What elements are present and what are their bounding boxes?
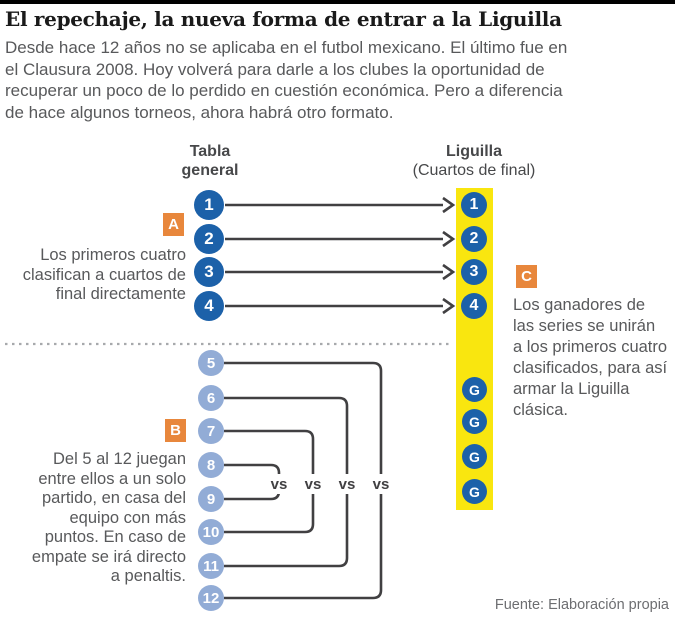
note-b-text: Del 5 al 12 juegan entre ellos a un solo… [31, 450, 186, 585]
seed-8-circle: 8 [198, 452, 224, 478]
source-credit: Fuente: Elaboración propia [494, 597, 669, 613]
seed-3-circle: 3 [194, 257, 224, 287]
winner-3-circle: G [462, 444, 487, 469]
seed-11-circle: 11 [198, 553, 224, 579]
intro-line: el Clausura 2008. Hoy volverá para darle… [5, 59, 545, 79]
seed-1-circle: 1 [194, 190, 224, 220]
arrow-seed-3 [225, 263, 456, 281]
liguilla-seed-2-circle: 2 [461, 226, 487, 252]
vs-label-5-12: vs [368, 474, 394, 494]
liguilla-seed-3-circle: 3 [461, 259, 487, 285]
liguilla-header-subtitle: (Cuartos de final) [412, 161, 536, 179]
tag-c: C [516, 265, 537, 288]
seed-9-circle: 9 [198, 486, 224, 512]
page-title: El repechaje, la nueva forma de entrar a… [5, 7, 562, 31]
seed-5-circle: 5 [198, 350, 224, 376]
liguilla-seed-1-circle: 1 [461, 192, 487, 218]
tag-b: B [165, 419, 186, 442]
intro-text: Desde hace 12 años no se aplicaba en el … [5, 37, 670, 123]
winner-1-circle: G [462, 377, 487, 402]
seed-12-circle: 12 [198, 585, 224, 611]
seed-4-circle: 4 [194, 291, 224, 321]
vs-label-8-9: vs [266, 474, 292, 494]
vs-label-6-11: vs [334, 474, 360, 494]
liguilla-seed-4-circle: 4 [461, 293, 487, 319]
note-c-text: Los ganadores de las series se unirán a … [513, 296, 668, 419]
seed-2-circle: 2 [194, 224, 224, 254]
intro-line: de hace algunos torneos, ahora habrá otr… [5, 102, 394, 122]
tag-a: A [163, 213, 184, 236]
winner-4-circle: G [462, 479, 487, 504]
seed-7-circle: 7 [198, 418, 224, 444]
liguilla-header-title: Liguilla [446, 143, 502, 160]
seed-6-circle: 6 [198, 385, 224, 411]
arrow-seed-2 [225, 230, 456, 248]
vs-label-7-10: vs [300, 474, 326, 494]
intro-line: Desde hace 12 años no se aplicaba en el … [5, 38, 568, 57]
arrow-seed-1 [225, 196, 456, 214]
note-a-text: Los primeros cuatro clasifican a cuartos… [22, 246, 186, 303]
arrow-seed-4 [225, 297, 456, 315]
intro-line: recuperar un poco de lo perdido en cuest… [5, 81, 563, 100]
winner-2-circle: G [462, 409, 487, 434]
top-rule [0, 0, 675, 4]
liguilla-header: Liguilla (Cuartos de final) [394, 143, 554, 180]
seed-10-circle: 10 [198, 519, 224, 545]
tabla-general-header: Tabla general [181, 143, 239, 179]
